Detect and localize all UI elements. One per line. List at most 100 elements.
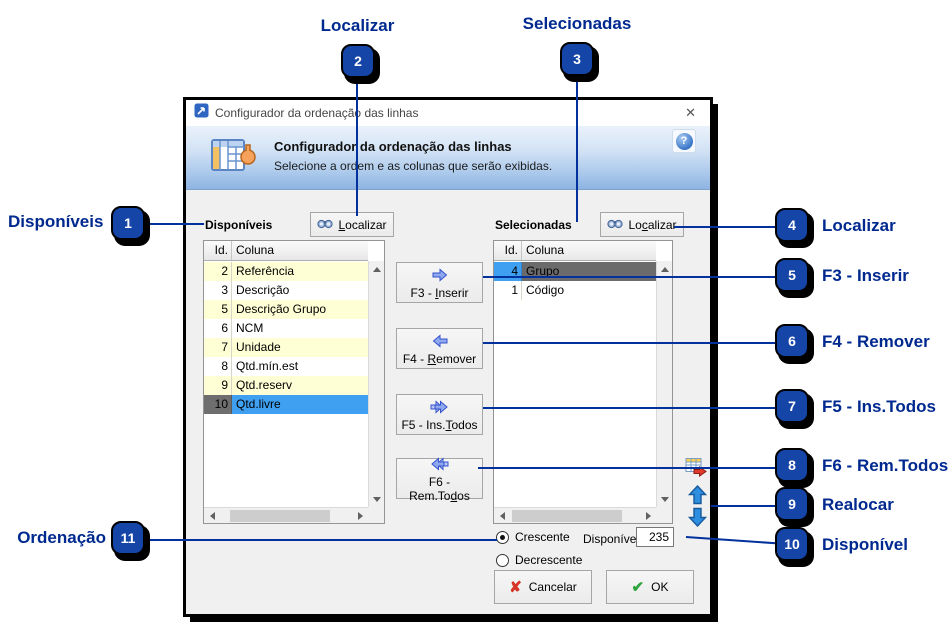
horizontal-scrollbar[interactable] [494,507,656,523]
close-icon[interactable]: ✕ [685,105,696,120]
callout-line-3 [576,80,578,222]
callout-label-3: Selecionadas [522,14,632,33]
vertical-scrollbar[interactable] [368,261,384,507]
insert-all-button[interactable]: F5 - Ins.Todos [396,394,483,435]
sort-ascending-option[interactable]: Crescente [496,530,570,544]
callout-badge-11: 11 [111,521,145,555]
callout-label-5: F3 - Inserir [822,266,909,285]
help-button[interactable]: ? [672,129,696,153]
scroll-left-icon[interactable] [494,508,510,524]
scroll-up-icon[interactable] [657,261,673,277]
dialog-subtitle: Selecione a ordem e as colunas que serão… [274,159,553,173]
callout-label-4: Localizar [822,216,896,235]
callout-badge-6: 6 [775,324,809,358]
scroll-right-icon[interactable] [640,508,656,524]
callout-badge-10: 10 [775,527,809,561]
scroll-down-icon[interactable] [657,491,673,507]
remove-button[interactable]: F4 - Remover [396,328,483,369]
double-arrow-left-icon [430,457,449,474]
callout-line-5 [483,276,778,278]
callout-label-6: F4 - Remover [822,332,930,351]
callout-line-9 [711,505,778,507]
callout-label-1: Disponíveis [8,212,104,231]
callout-badge-2: 2 [341,44,375,78]
available-find-button[interactable]: Localizar [310,212,394,237]
callout-badge-7: 7 [775,389,809,423]
callout-label-2: Localizar [320,16,395,35]
scroll-up-icon[interactable] [369,261,385,277]
callout-badge-9: 9 [775,487,809,521]
callout-badge-1: 1 [111,206,145,240]
app-icon [194,103,209,123]
callout-badge-8: 8 [775,448,809,482]
callout-label-11: Ordenação [17,528,106,547]
scroll-down-icon[interactable] [369,491,385,507]
callout-badge-5: 5 [775,258,809,292]
selected-find-button[interactable]: Localizar [600,212,684,237]
callout-badge-3: 3 [560,42,594,76]
callout-label-8: F6 - Rem.Todos [822,456,949,475]
dialog-title: Configurador da ordenação das linhas [274,139,512,154]
column-header-coluna[interactable]: Coluna [526,243,565,257]
column-header-id[interactable]: Id. [494,241,522,260]
sort-ascending-label: Crescente [515,530,570,544]
scrollbar-thumb[interactable] [512,510,622,522]
arrow-right-icon [432,268,448,285]
cancel-button[interactable]: ✘ Cancelar [494,570,592,604]
column-header-id[interactable]: Id. [204,241,232,260]
available-count-field[interactable]: 235 [636,527,674,547]
ok-button[interactable]: ✔ OK [606,570,694,604]
scroll-left-icon[interactable] [204,508,220,524]
callout-line-1 [148,223,204,225]
ok-check-icon: ✔ [631,579,645,596]
available-count-label: Disponível [583,532,640,546]
vertical-scrollbar[interactable] [656,261,672,507]
radio-selected-icon[interactable] [496,530,509,544]
horizontal-scrollbar[interactable] [204,507,368,523]
dialog-header: Configurador da ordenação das linhas Sel… [186,126,710,190]
scroll-right-icon[interactable] [352,508,368,524]
available-panel-label: Disponíveis [205,218,273,232]
callout-label-7: F5 - Ins.Todos [822,397,936,416]
column-header-coluna[interactable]: Coluna [236,243,275,257]
callout-label-9: Realocar [822,495,894,514]
remove-all-button[interactable]: F6 - Rem.Todos [396,457,483,503]
sort-descending-label: Decrescente [515,553,583,567]
selected-table-header[interactable]: Id. Coluna [494,241,656,261]
sort-descending-option[interactable]: Decrescente [496,553,582,567]
available-table-header[interactable]: Id. Coluna [204,241,368,261]
arrow-left-icon [432,334,448,351]
cancel-x-icon: ✘ [509,579,522,596]
table-config-icon [210,137,258,184]
callout-line-2 [356,80,358,216]
help-icon: ? [675,132,693,150]
binoculars-icon [607,218,624,232]
insert-button[interactable]: F3 - Inserir [396,262,483,303]
move-down-icon[interactable] [686,506,708,528]
callout-line-4 [674,226,778,228]
radio-unselected-icon[interactable] [496,553,509,567]
dialog-window: Configurador da ordenação das linhas ✕ C… [183,97,713,617]
move-up-icon[interactable] [686,484,708,506]
callout-line-7 [483,407,778,409]
callout-label-10: Disponível [822,535,908,554]
binoculars-icon [317,218,334,232]
callout-line-11 [146,539,497,541]
window-title: Configurador da ordenação das linhas [215,106,419,120]
scrollbar-thumb[interactable] [230,510,330,522]
